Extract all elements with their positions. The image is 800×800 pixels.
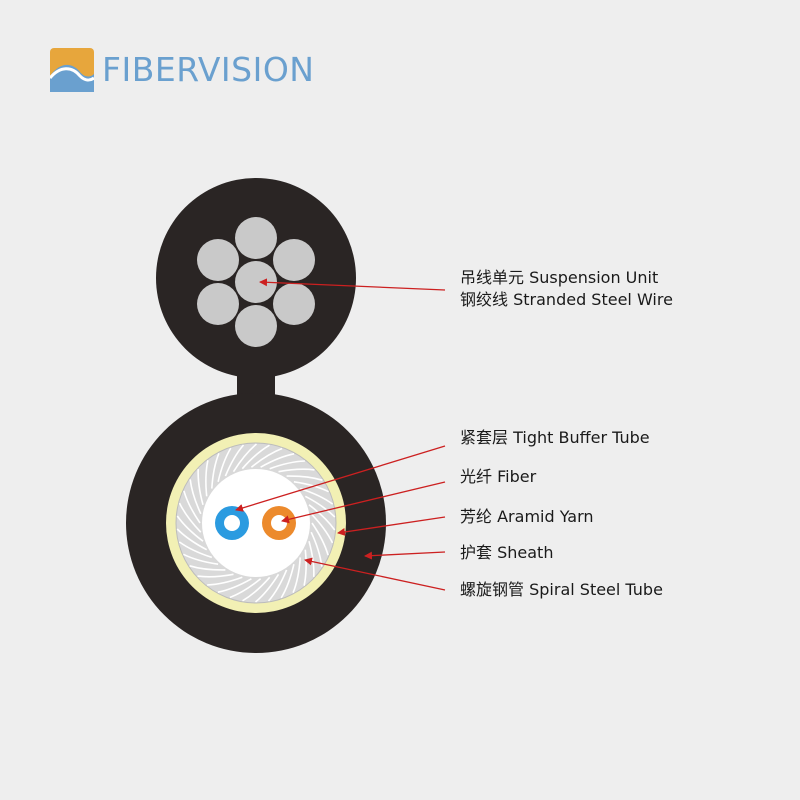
label-cn: 吊线单元	[460, 268, 525, 287]
spiral-line	[176, 528, 208, 551]
label-cn: 护套	[460, 543, 493, 562]
spiral-line	[267, 569, 288, 602]
leader-tight-buffer-tube	[235, 445, 446, 512]
label-sheath: 护套 Sheath	[460, 543, 553, 563]
label-aramid-yarn: 芳纶 Aramid Yarn	[460, 507, 594, 527]
spiral-line	[183, 490, 201, 524]
label-en: Tight Buffer Tube	[513, 428, 650, 447]
spiral-line	[254, 573, 280, 603]
label-en: Fiber	[497, 467, 537, 486]
label-tight-buffer-tube: 紧套层 Tight Buffer Tube	[460, 428, 650, 448]
label-stranded-steel-wire: 钢绞线 Stranded Steel Wire	[460, 290, 673, 310]
leader-stranded-steel-wire	[259, 278, 446, 291]
leader-sheath	[364, 551, 446, 560]
leader-spiral-steel-tube	[304, 557, 446, 591]
spiral-line	[183, 553, 219, 565]
label-cn: 芳纶	[460, 507, 493, 526]
spiral-line	[260, 453, 295, 468]
spiral-line	[217, 447, 232, 482]
leader-aramid-yarn	[337, 516, 446, 536]
label-en: Suspension Unit	[529, 268, 659, 287]
label-fiber: 光纤 Fiber	[460, 467, 536, 487]
spiral-line	[269, 460, 305, 470]
leader-fiber	[281, 481, 446, 524]
label-spiral-steel-tube: 螺旋钢管 Spiral Steel Tube	[460, 580, 663, 600]
spiral-line	[197, 573, 234, 578]
label-en: Spiral Steel Tube	[529, 580, 663, 599]
spiral-steel-tube-pattern	[176, 443, 336, 603]
spiral-line	[224, 444, 245, 477]
spiral-line	[280, 564, 295, 599]
spiral-line	[286, 475, 323, 481]
label-en: Sheath	[497, 543, 554, 562]
spiral-line	[229, 578, 262, 599]
fiber-orange-core	[271, 515, 287, 531]
spiral-line	[303, 549, 307, 586]
spiral-line	[205, 460, 209, 497]
label-cn: 光纤	[460, 467, 493, 486]
spiral-line	[189, 565, 226, 571]
spiral-line	[197, 469, 204, 506]
fibervision-logo-icon	[50, 48, 94, 92]
spiral-line	[250, 447, 283, 468]
label-en: Stranded Steel Wire	[513, 290, 673, 309]
label-cn: 螺旋钢管	[460, 580, 525, 599]
spiral-line	[278, 468, 315, 473]
spiral-line	[310, 513, 334, 544]
label-en: Aramid Yarn	[497, 507, 594, 526]
spiral-line	[207, 576, 243, 586]
brand-name: FIBERVISION	[102, 50, 315, 89]
brand-logo: FIBERVISION	[50, 48, 370, 94]
label-cn: 紧套层	[460, 428, 509, 447]
spiral-line	[304, 495, 336, 518]
spiral-line	[176, 515, 204, 542]
label-suspension-unit: 吊线单元 Suspension Unit	[460, 268, 658, 288]
spiral-line	[308, 504, 336, 531]
spiral-line	[241, 444, 270, 470]
spiral-line	[232, 443, 258, 473]
spiral-line	[178, 502, 202, 533]
spiral-line	[242, 576, 271, 602]
label-cn: 钢绞线	[460, 290, 509, 309]
spiral-line	[217, 578, 252, 593]
spiral-line	[178, 541, 213, 559]
spiral-line	[292, 557, 301, 593]
spiral-line	[189, 479, 202, 515]
spiral-line	[311, 522, 329, 556]
stranded-steel-wire	[197, 217, 315, 347]
spiral-line	[308, 540, 315, 577]
spiral-line	[211, 453, 220, 489]
fiber-blue-core	[224, 515, 240, 531]
